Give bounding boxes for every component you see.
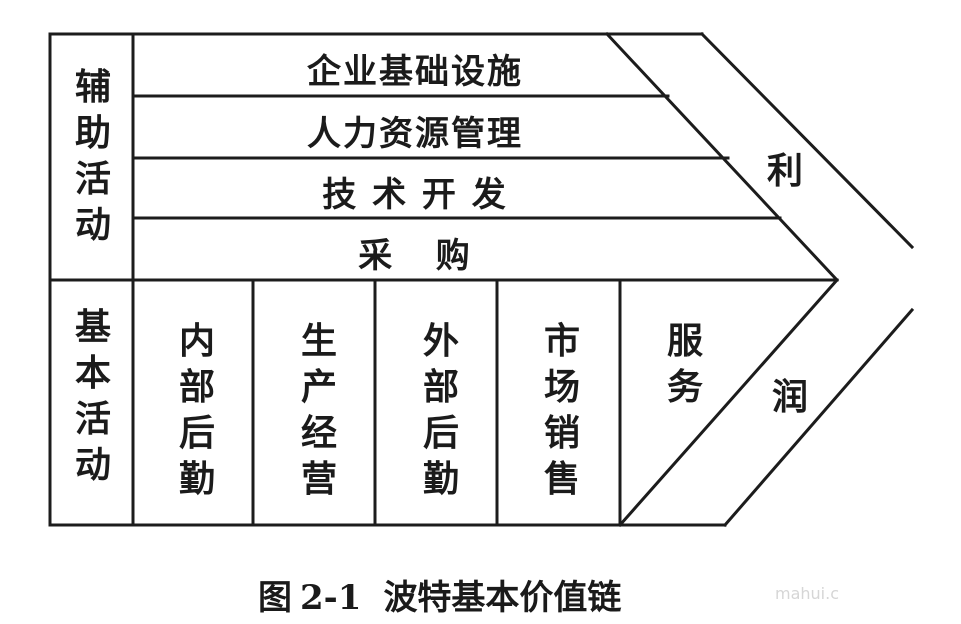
- primary-activity-marketing-sales: 市场销售: [543, 320, 580, 500]
- inner-diagonal-upper: [604, 31, 840, 283]
- support-activity-hr: 人力资源管理: [307, 114, 523, 154]
- caption-prefix: 图: [258, 578, 292, 618]
- outer-diagonal-upper: [699, 31, 915, 250]
- inner-diagonal-lower: [617, 277, 840, 528]
- support-activity-infrastructure: 企业基础设施: [307, 52, 523, 92]
- caption-number: 2-1: [300, 578, 362, 618]
- caption-title: 波特基本价值链: [383, 578, 622, 618]
- margin-label-li: 利: [766, 150, 803, 192]
- watermark: mahui.c: [775, 584, 839, 603]
- support-activity-technology: 技 术 开 发: [322, 175, 508, 215]
- primary-activity-outbound-logistics: 外部后勤: [422, 320, 459, 500]
- primary-activity-service: 服务: [666, 320, 703, 408]
- support-group-label: 辅助活动: [74, 66, 111, 246]
- outer-diagonal-lower: [722, 307, 915, 528]
- primary-activity-operations: 生产经营: [300, 320, 337, 500]
- primary-activity-inbound-logistics: 内部后勤: [178, 320, 215, 500]
- support-activity-procurement: 采 购: [358, 236, 472, 276]
- primary-group-label: 基本活动: [74, 306, 111, 486]
- margin-label-run: 润: [771, 376, 808, 418]
